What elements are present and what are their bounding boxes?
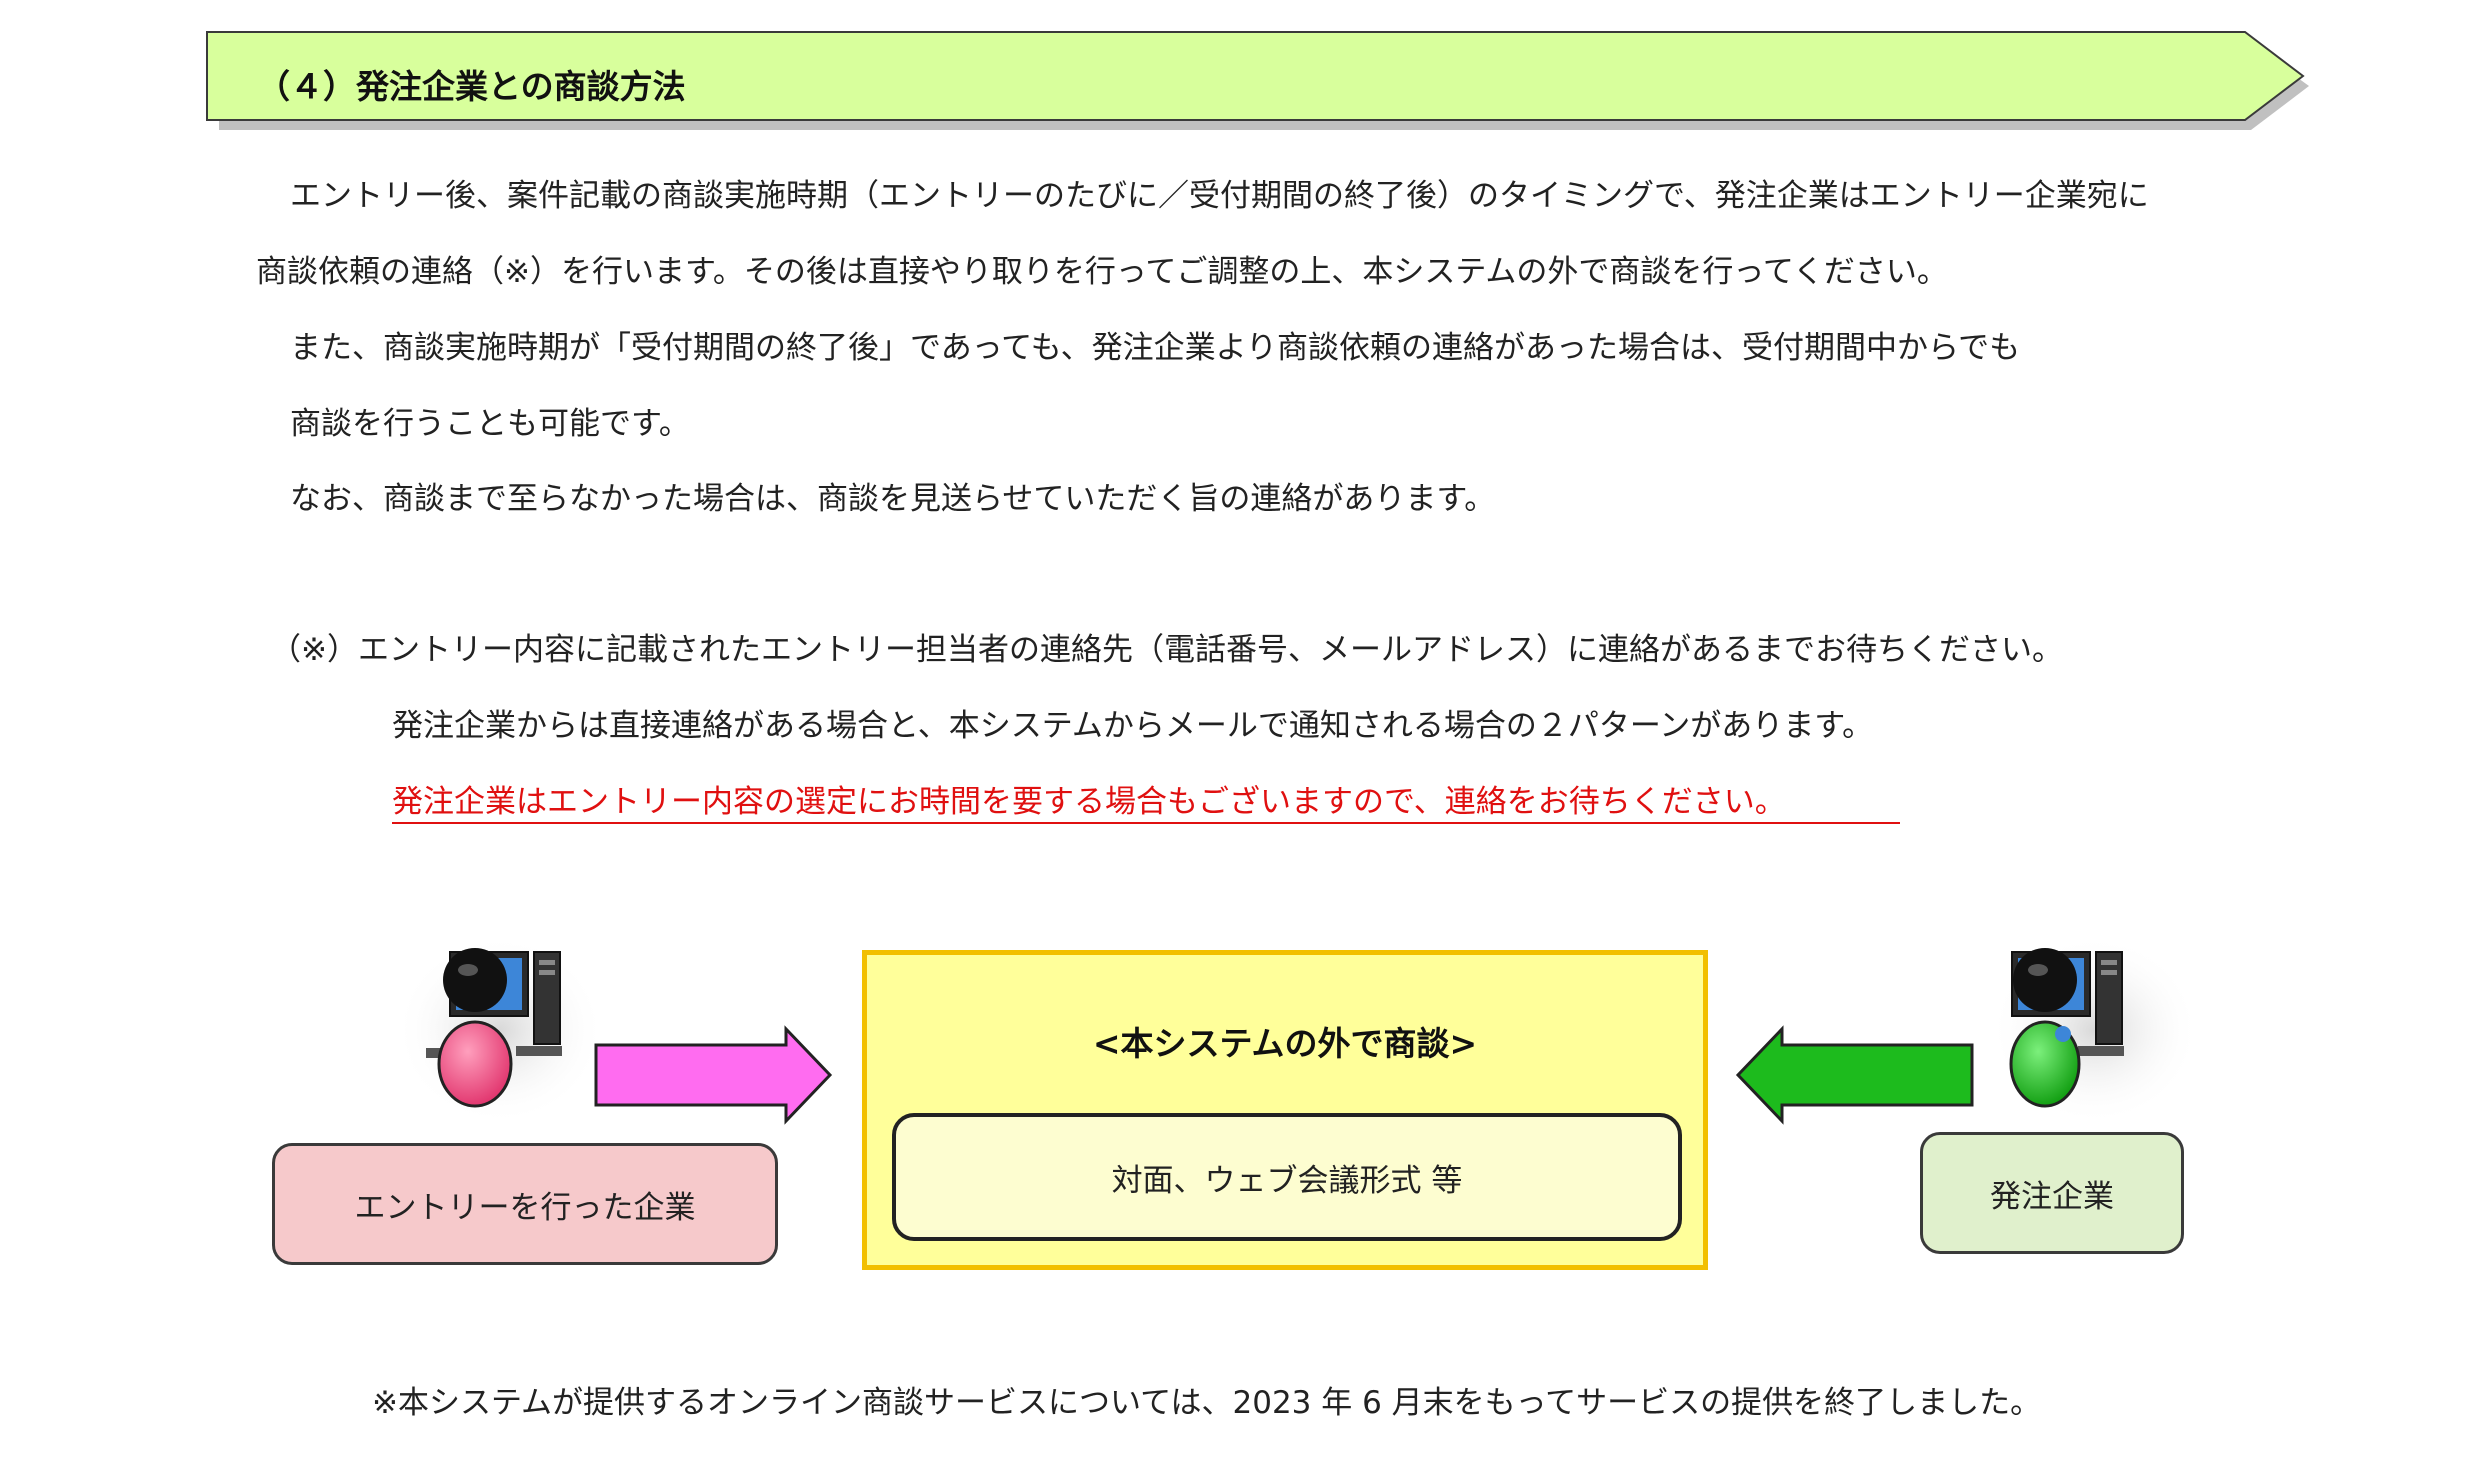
- paragraph-line-4: 商談を行うことも可能です。: [290, 406, 690, 442]
- outside-system-negotiation-box: <本システムの外で商談> 対面、ウェブ会議形式 等: [862, 950, 1708, 1270]
- section-heading-banner: （４）発注企業との商談方法: [205, 30, 2317, 134]
- note-line-1: （※）エントリー内容に記載されたエントリー担当者の連絡先（電話番号、メールアドレ…: [270, 632, 2063, 668]
- arrow-right-icon: [594, 1025, 833, 1125]
- service-end-note: ※本システムが提供するオンライン商談サービスについては、2023 年 6 月末を…: [372, 1385, 2042, 1421]
- person-at-computer-icon: [400, 935, 605, 1120]
- entry-company-label: エントリーを行った企業: [354, 1189, 696, 1226]
- paragraph-line-3: また、商談実施時期が「受付期間の終了後」であっても、発注企業より商談依頼の連絡が…: [290, 330, 2021, 366]
- paragraph-line-1: エントリー後、案件記載の商談実施時期（エントリーのたびに／受付期間の終了後）のタ…: [290, 178, 2149, 214]
- entry-company-box: エントリーを行った企業: [272, 1143, 778, 1265]
- warning-underline: [392, 822, 1900, 824]
- arrow-left-icon: [1735, 1025, 1974, 1125]
- person-at-computer-icon: [1990, 935, 2200, 1120]
- section-heading: （４）発注企業との商談方法: [257, 67, 686, 106]
- paragraph-line-2: 商談依頼の連絡（※）を行います。その後は直接やり取りを行ってご調整の上、本システ…: [256, 254, 1948, 290]
- ordering-company-label: 発注企業: [1990, 1178, 2114, 1215]
- note-line-2: 発注企業からは直接連絡がある場合と、本システムからメールで通知される場合の２パタ…: [392, 708, 1874, 744]
- warning-note: 発注企業はエントリー内容の選定にお時間を要する場合もございますので、連絡をお待ち…: [392, 784, 1786, 820]
- heading-arrow-shape: [206, 31, 2309, 130]
- ordering-company-box: 発注企業: [1920, 1132, 2184, 1254]
- negotiation-method-box: 対面、ウェブ会議形式 等: [892, 1113, 1682, 1241]
- paragraph-line-5: なお、商談まで至らなかった場合は、商談を見送らせていただく旨の連絡があります。: [290, 481, 1496, 517]
- outside-system-title: <本システムの外で商談>: [1092, 1024, 1478, 1063]
- negotiation-method-label: 対面、ウェブ会議形式 等: [1111, 1162, 1463, 1199]
